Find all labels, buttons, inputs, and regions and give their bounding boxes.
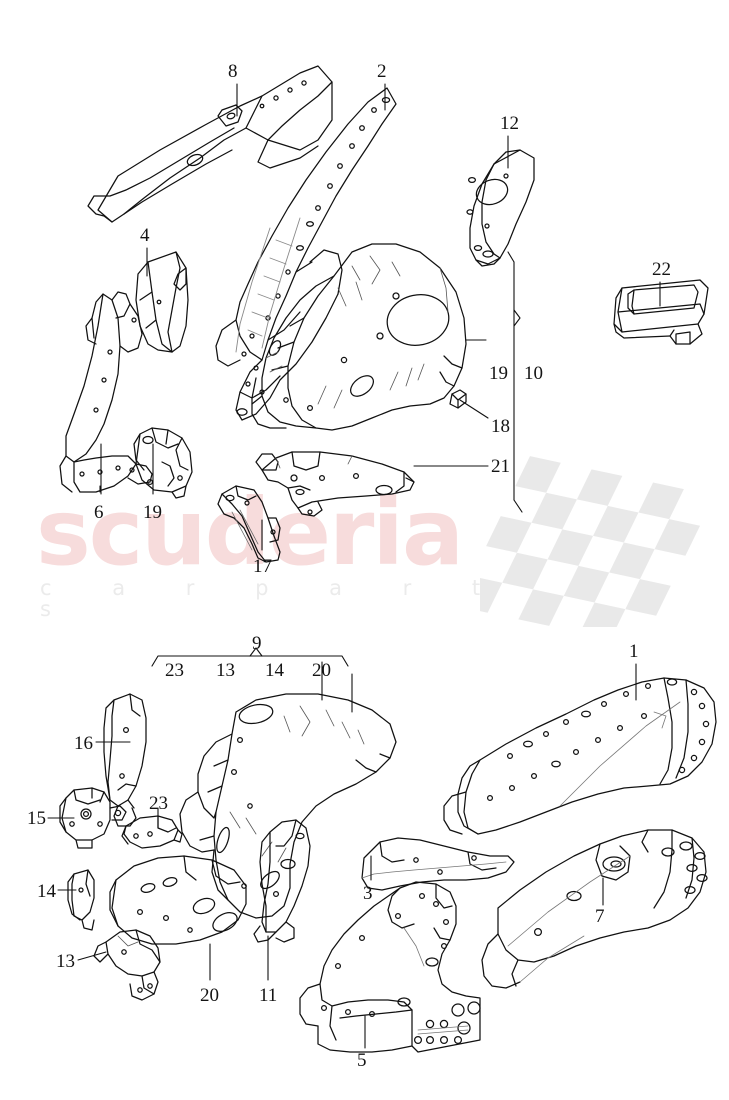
callout-21[interactable]: 21 — [491, 456, 510, 477]
callout-8[interactable]: 8 — [228, 61, 238, 82]
callout-6[interactable]: 6 — [94, 502, 104, 523]
part-16-shape — [103, 693, 147, 827]
callout-11[interactable]: 11 — [259, 985, 278, 1006]
part-3-shape — [361, 837, 515, 891]
callout-13-brace[interactable]: 13 — [216, 660, 235, 681]
part-12-shape — [466, 149, 535, 267]
callout-23[interactable]: 23 — [149, 793, 168, 814]
callout-23-brace[interactable]: 23 — [165, 660, 184, 681]
callout-4[interactable]: 4 — [140, 225, 150, 246]
part-23-shape — [121, 815, 183, 849]
part-15-shape — [59, 787, 127, 849]
part-1-shape — [443, 677, 717, 835]
callout-15[interactable]: 15 — [27, 808, 46, 829]
callout-14-brace[interactable]: 14 — [265, 660, 284, 681]
part-18-shape — [449, 389, 467, 409]
part-17-shape — [217, 485, 281, 563]
part-13-shape — [93, 929, 161, 1001]
callout-9[interactable]: 9 — [252, 633, 262, 654]
callout-13[interactable]: 13 — [56, 951, 75, 972]
part-8-shape — [87, 65, 333, 223]
part-7-shape — [481, 829, 708, 989]
part-9-wheelhouse-shape — [179, 693, 397, 919]
part-5-shape — [299, 881, 481, 1053]
callout-19-right[interactable]: 19 — [489, 363, 508, 384]
callout-12[interactable]: 12 — [500, 113, 519, 134]
callout-14[interactable]: 14 — [37, 881, 56, 902]
callout-16[interactable]: 16 — [74, 733, 93, 754]
callout-1[interactable]: 1 — [629, 641, 639, 662]
part-11-shape — [253, 819, 311, 943]
part-14-shape — [67, 869, 95, 931]
part-4-shape — [135, 251, 189, 353]
callout-7[interactable]: 7 — [595, 906, 605, 927]
part-19-left-shape — [133, 427, 193, 499]
callout-20[interactable]: 20 — [200, 985, 219, 1006]
part-6-shape — [59, 291, 153, 493]
part-2-shape — [215, 87, 397, 421]
part-10-wheelhouse-shape — [251, 243, 467, 431]
callout-10[interactable]: 10 — [524, 363, 543, 384]
part-21-shape — [255, 451, 415, 517]
part-20-shape — [109, 855, 247, 945]
callout-17[interactable]: 17 — [253, 556, 272, 577]
callout-22[interactable]: 22 — [652, 259, 671, 280]
callout-19-left[interactable]: 19 — [143, 502, 162, 523]
leader-lines — [47, 83, 661, 1049]
callout-18[interactable]: 18 — [491, 416, 510, 437]
callout-2[interactable]: 2 — [377, 61, 387, 82]
callout-3[interactable]: 3 — [363, 883, 373, 904]
callout-5[interactable]: 5 — [357, 1050, 367, 1071]
part-22-shape — [613, 279, 709, 345]
callout-20-brace[interactable]: 20 — [312, 660, 331, 681]
